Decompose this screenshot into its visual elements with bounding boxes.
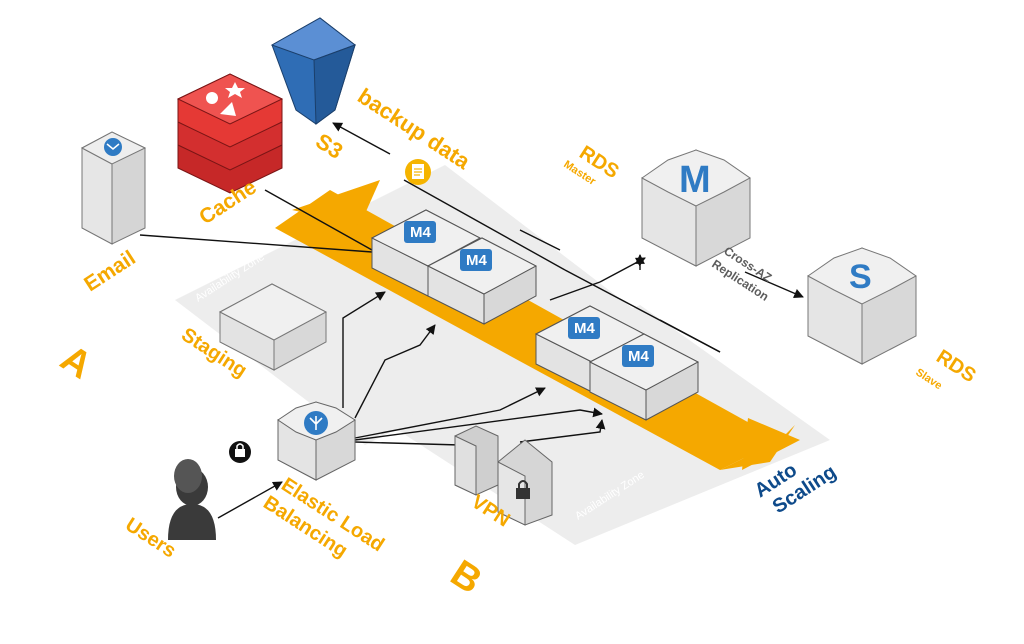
lock-badge-icon <box>229 441 251 463</box>
email-label: Email <box>80 246 140 296</box>
cache-circle-icon <box>206 92 218 104</box>
m4-instance-2: M4 <box>426 237 538 325</box>
cache-triangle-icon <box>220 102 236 116</box>
s3-bucket <box>270 17 357 125</box>
cache-redis <box>176 73 284 194</box>
cache-star-icon <box>225 82 245 98</box>
s3-label: S3 <box>311 128 347 164</box>
availability-zone-a-plane <box>175 165 635 445</box>
rds-slave: S <box>807 247 917 365</box>
connections <box>139 122 804 519</box>
zone-b-label: B <box>443 552 489 602</box>
rds-slave-letter: S <box>849 258 872 296</box>
email-icon <box>104 138 122 156</box>
email-server <box>80 131 147 245</box>
zone-a-label: A <box>53 337 99 387</box>
m4-label-4: M4 <box>628 348 649 365</box>
m4-label-1: M4 <box>410 224 431 241</box>
staging-server <box>218 283 328 371</box>
users-icon <box>168 459 216 540</box>
lock-icon <box>516 480 530 499</box>
rds-slave-subtitle: Slave <box>913 366 944 392</box>
m4-label-3: M4 <box>574 320 595 337</box>
rds-master: M <box>641 149 751 267</box>
m4-label-2: M4 <box>466 252 487 269</box>
m4-instance-4: M4 <box>588 333 700 421</box>
document-icon <box>405 159 431 185</box>
rds-master-letter: M <box>679 159 711 201</box>
elastic-load-balancer <box>277 401 356 481</box>
vpn-gateway <box>454 425 553 526</box>
